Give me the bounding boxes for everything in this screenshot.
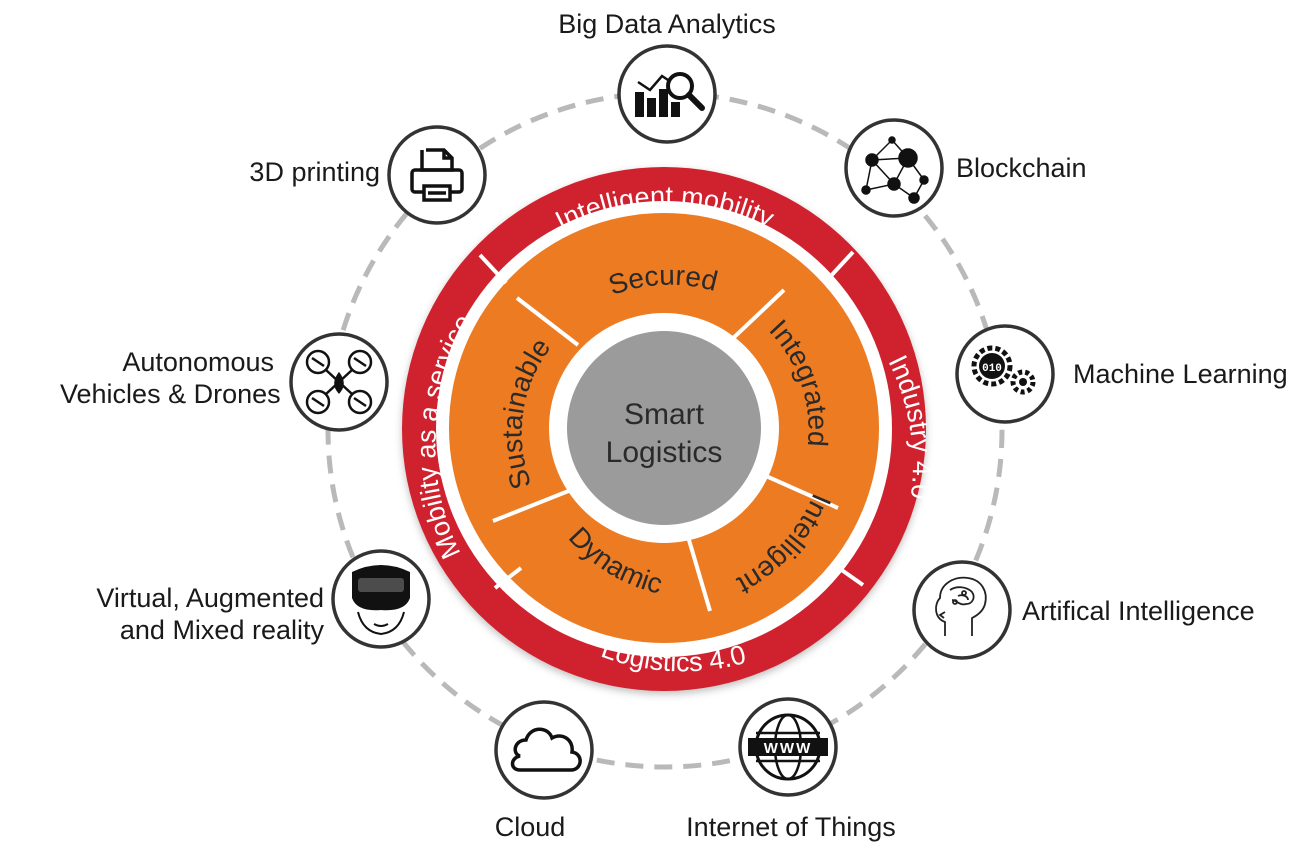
divider <box>726 288 786 345</box>
node-machine-learning: 010 <box>955 324 1055 424</box>
node-3d-printing <box>387 125 487 225</box>
svg-text:WWW: WWW <box>764 740 812 757</box>
divider <box>478 253 508 285</box>
label-3d-printing: 3D printing <box>249 157 380 187</box>
node-cloud <box>494 700 594 800</box>
drone-icon <box>305 349 373 415</box>
label-ai: Artifical Intelligence <box>1022 596 1255 626</box>
node-vr <box>331 549 431 649</box>
analytics-icon <box>635 72 705 117</box>
divider <box>492 486 577 523</box>
center-line-2: Logistics <box>606 436 723 469</box>
globe-www-icon: WWW <box>748 713 828 781</box>
label-vr: Virtual, Augmented and Mixed reality <box>40 582 324 646</box>
label-vr-line-1: Virtual, Augmented <box>96 583 324 613</box>
node-drones <box>289 332 389 432</box>
gears-icon: 010 <box>971 345 1036 395</box>
center-circle <box>567 331 761 525</box>
divider <box>687 539 712 612</box>
label-drones: Autonomous Vehicles & Drones <box>60 346 281 410</box>
label-blockchain: Blockchain <box>956 153 1087 183</box>
label-drones-line-1: Autonomous <box>122 347 274 377</box>
node-ai <box>912 560 1012 660</box>
network-icon <box>861 136 929 204</box>
label-drones-line-2: Vehicles & Drones <box>60 379 281 409</box>
label-iot: Internet of Things <box>686 812 896 842</box>
divider <box>493 566 523 590</box>
divider <box>765 474 839 510</box>
label-big-data: Big Data Analytics <box>558 9 776 39</box>
brain-icon <box>935 576 987 636</box>
node-iot: WWW <box>738 697 838 797</box>
outer-ring-dividers <box>478 250 865 590</box>
node-blockchain <box>844 118 944 218</box>
divider <box>834 564 865 587</box>
vr-headset-icon <box>352 565 410 636</box>
divider <box>515 296 580 347</box>
node-big-data <box>617 44 717 144</box>
divider <box>826 250 855 281</box>
printer-icon <box>410 148 464 202</box>
svg-text:010: 010 <box>982 363 1002 375</box>
label-cloud: Cloud <box>495 812 566 842</box>
label-machine-learning: Machine Learning <box>1073 359 1288 389</box>
cloud-icon <box>510 727 582 772</box>
label-vr-line-2: and Mixed reality <box>119 615 324 645</box>
center-line-1: Smart <box>624 398 705 431</box>
inner-ring-dividers <box>492 288 839 612</box>
